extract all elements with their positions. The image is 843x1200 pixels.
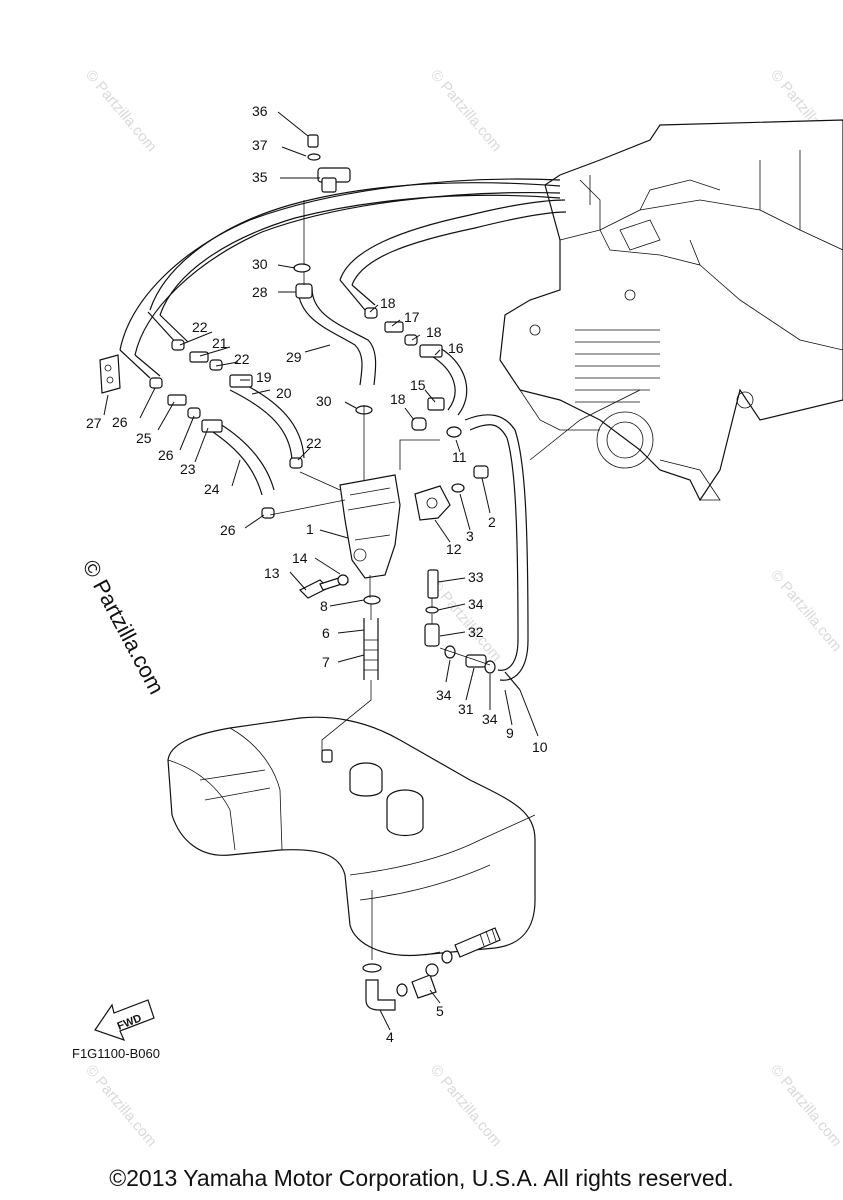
callout-1: 1: [306, 521, 314, 537]
callout-17: 17: [404, 309, 420, 325]
diagram-code: F1G1100-B060: [72, 1046, 160, 1061]
watermark: © Partzilla.com: [82, 1062, 160, 1150]
callout-28: 28: [252, 284, 268, 300]
leader-lines: [103, 111, 539, 1031]
callout-34: 34: [482, 711, 498, 727]
callout-8: 8: [320, 598, 328, 614]
callout-36: 36: [252, 103, 268, 119]
callout-5: 5: [436, 1003, 444, 1019]
callout-4: 4: [386, 1029, 394, 1045]
callout-23: 23: [180, 461, 196, 477]
callout-20: 20: [276, 385, 292, 401]
callout-18: 18: [426, 324, 442, 340]
callout-26: 26: [158, 447, 174, 463]
callout-33: 33: [468, 569, 484, 585]
callout-30: 30: [316, 393, 332, 409]
watermark: © Partzilla.com: [427, 1062, 505, 1150]
engine-block: [499, 119, 843, 502]
callout-31: 31: [458, 701, 474, 717]
callout-6: 6: [322, 625, 330, 641]
oil-tank: [167, 716, 536, 958]
callout-37: 37: [252, 137, 268, 153]
drain-fittings: [362, 950, 453, 1011]
callout-22: 22: [234, 351, 250, 367]
fittings: [99, 134, 496, 680]
callout-11: 11: [452, 449, 467, 465]
callout-2: 2: [488, 514, 496, 530]
watermark: © Partzilla.com: [767, 567, 843, 655]
callout-18: 18: [390, 391, 406, 407]
callout-35: 35: [252, 169, 268, 185]
callout-29: 29: [286, 349, 302, 365]
callout-27: 27: [86, 415, 102, 431]
callout-32: 32: [468, 624, 484, 640]
callout-22: 22: [306, 435, 322, 451]
callout-15: 15: [410, 377, 426, 393]
hoses: [119, 178, 567, 691]
watermark: © Partzilla.com: [82, 67, 160, 155]
callout-16: 16: [448, 340, 464, 356]
callout-30: 30: [252, 256, 268, 272]
callout-26: 26: [220, 522, 236, 538]
callout-9: 9: [506, 725, 514, 741]
copyright-notice: ©2013 Yamaha Motor Corporation, U.S.A. A…: [109, 1165, 734, 1191]
callout-19: 19: [256, 369, 272, 385]
callouts: 36 37 35 30 28 29 30 18 17 18 16 15 18 1…: [86, 103, 548, 1045]
callout-24: 24: [204, 481, 220, 497]
callout-34: 34: [468, 596, 484, 612]
watermark: © Partzilla.com: [427, 577, 505, 665]
callout-26: 26: [112, 414, 128, 430]
callout-34: 34: [436, 687, 452, 703]
partzilla-watermark: © Partzilla.com: [78, 556, 170, 699]
guide-lines: [269, 200, 641, 960]
callout-14: 14: [292, 550, 308, 566]
callout-7: 7: [322, 654, 330, 670]
callout-21: 21: [212, 335, 228, 351]
watermark: © Partzilla.com: [427, 67, 505, 155]
callout-13: 13: [264, 565, 280, 581]
callout-18: 18: [380, 295, 396, 311]
callout-25: 25: [136, 430, 152, 446]
callout-22: 22: [192, 319, 208, 335]
watermark: © Partzilla.com: [767, 1062, 843, 1150]
callout-10: 10: [532, 739, 548, 755]
fwd-arrow-icon: FWD: [94, 999, 155, 1042]
callout-12: 12: [446, 541, 462, 557]
callout-3: 3: [466, 528, 474, 544]
